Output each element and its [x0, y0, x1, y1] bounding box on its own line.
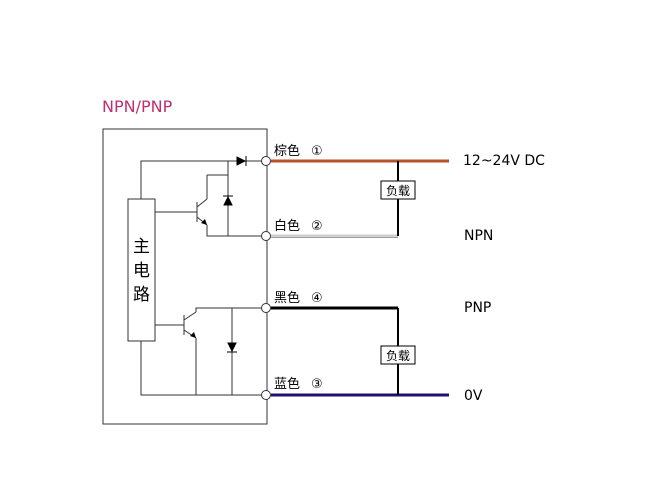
- diode-icon: [227, 342, 237, 353]
- wire-label-brown: 棕色: [274, 143, 300, 159]
- terminal-white: [261, 231, 271, 241]
- terminal-black: [261, 303, 271, 313]
- main-circuit-char-3: 路: [133, 285, 150, 305]
- wire-label-white: 白色: [274, 218, 300, 234]
- load-label-pnp: 负载: [386, 349, 410, 363]
- main-circuit-char-1: 主: [133, 237, 150, 257]
- terminal-brown: [261, 156, 271, 166]
- wire-label-blue: 蓝色: [274, 376, 300, 392]
- arrow-icon: [201, 219, 207, 225]
- arrow-icon: [190, 332, 196, 338]
- wire-number-white: ②: [311, 219, 323, 234]
- wire-number-brown: ①: [311, 144, 323, 159]
- wire-number-black: ④: [311, 291, 323, 306]
- terminal-label-npn: NPN: [464, 228, 493, 244]
- terminal-blue: [261, 390, 271, 400]
- diode-icon: [236, 156, 247, 166]
- wire-number-blue: ③: [311, 377, 323, 392]
- load-box-npn: [380, 180, 416, 200]
- wire-label-black: 黑色: [274, 290, 300, 306]
- terminal-label-pnp: PNP: [464, 300, 491, 316]
- main-circuit-char-2: 电: [133, 261, 150, 281]
- sensor-body: [102, 128, 268, 425]
- diode-icon: [223, 195, 233, 206]
- load-label-npn: 负载: [386, 184, 410, 198]
- diagram-title: NPN/PNP: [102, 97, 173, 116]
- terminal-label-0v: 0V: [464, 388, 483, 404]
- terminal-label-supply: 12~24V DC: [463, 153, 545, 169]
- internal-circuit: [140, 160, 267, 396]
- load-box-pnp: [380, 345, 416, 365]
